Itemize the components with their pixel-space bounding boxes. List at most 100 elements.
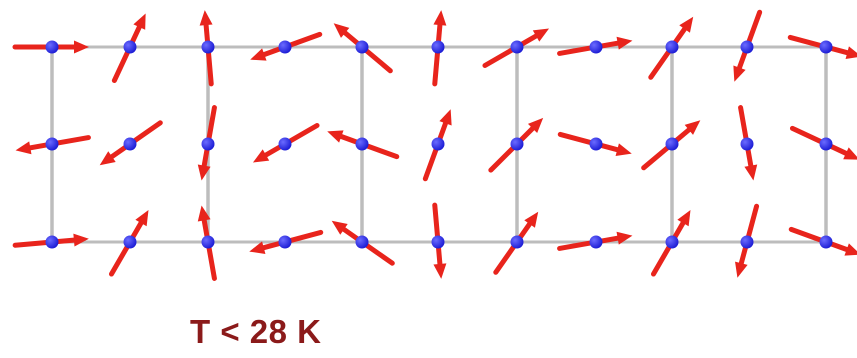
spin-site <box>557 131 632 156</box>
spin-site <box>651 209 691 277</box>
atom <box>431 40 445 54</box>
atom <box>45 40 59 54</box>
atom <box>740 40 754 54</box>
spin-arrow-shaft <box>203 22 214 87</box>
atom <box>819 137 833 151</box>
spin-arrow-shaft <box>432 22 443 87</box>
spin-arrow-head <box>735 261 748 278</box>
atom <box>278 40 292 54</box>
spin-arrow-shaft <box>201 105 217 169</box>
spin-arrow-shaft <box>12 237 77 248</box>
spin-site <box>111 13 146 84</box>
spin-arrow-shaft <box>557 40 621 56</box>
spin-arrow-head <box>679 16 694 33</box>
spin-arrow-head <box>843 147 857 160</box>
spin-arrow-shaft <box>641 127 692 171</box>
spin-site <box>733 9 763 82</box>
spin-arrow-head <box>844 243 857 256</box>
atom <box>819 40 833 54</box>
spin-arrow-head <box>197 205 211 222</box>
spin-site <box>557 231 633 251</box>
spin-site <box>327 130 400 160</box>
spin-site <box>648 16 694 80</box>
atom <box>278 137 292 151</box>
spin-site <box>252 123 320 163</box>
spin-arrow-head <box>333 23 350 38</box>
atom <box>355 235 369 249</box>
spin-site <box>199 10 215 87</box>
spin-arrow-shaft <box>261 31 323 58</box>
spin-arrow-head <box>133 13 146 30</box>
spin-site <box>788 226 857 256</box>
magnetic-lattice-diagram <box>12 9 857 281</box>
spin-site <box>333 23 393 74</box>
spin-arrow-shaft <box>789 125 849 156</box>
spin-arrow-head <box>73 233 89 247</box>
spin-arrow-head <box>616 231 633 245</box>
spin-arrow-shaft <box>261 229 324 251</box>
spin-site <box>431 202 447 279</box>
atom <box>589 137 603 151</box>
spin-site <box>735 203 760 278</box>
spin-arrow-head <box>615 143 632 156</box>
atom <box>201 137 215 151</box>
spin-arrow-shaft <box>432 202 443 267</box>
spin-arrow-shaft <box>788 226 850 253</box>
atom <box>123 235 137 249</box>
spin-arrow-shaft <box>109 220 144 277</box>
spin-arrow-head <box>527 117 544 134</box>
atom <box>431 235 445 249</box>
spin-arrow-shaft <box>109 120 163 160</box>
spin-arrow-shaft <box>342 30 393 74</box>
atom <box>665 137 679 151</box>
spin-arrow-shaft <box>482 33 539 68</box>
spin-arrow-head <box>439 109 452 126</box>
atom <box>589 40 603 54</box>
spin-arrow-head <box>433 10 447 26</box>
spin-arrow-head <box>15 141 32 155</box>
spin-arrow-shaft <box>488 125 536 173</box>
spin-arrow-shaft <box>651 220 686 277</box>
atom <box>819 235 833 249</box>
spin-arrow-head <box>433 263 447 279</box>
spin-arrow-head <box>684 120 701 135</box>
spin-site <box>482 28 550 68</box>
atom <box>201 40 215 54</box>
spin-arrow-shaft <box>738 105 754 169</box>
spin-site <box>787 34 857 59</box>
atom <box>665 40 679 54</box>
spin-arrow-head <box>74 40 89 54</box>
spin-arrow-head <box>331 220 348 235</box>
spin-arrow-shaft <box>27 135 91 151</box>
spin-site <box>197 105 217 181</box>
spin-site <box>493 211 539 275</box>
spin-arrow-shaft <box>338 133 400 160</box>
spin-arrow-head <box>733 65 746 82</box>
spin-site <box>197 205 217 281</box>
spin-arrow-head <box>327 130 344 143</box>
spin-site <box>431 10 447 87</box>
spin-arrow-shaft <box>341 226 395 266</box>
atom <box>510 40 524 54</box>
atom <box>123 137 137 151</box>
spin-site <box>331 220 395 266</box>
spin-arrow-shaft <box>557 131 620 153</box>
spin-arrow-head <box>677 209 691 227</box>
spin-site <box>250 31 323 61</box>
spin-arrow-head <box>524 211 539 228</box>
atom <box>278 235 292 249</box>
spin-arrow-head <box>252 149 270 163</box>
spin-site <box>249 229 324 254</box>
spin-arrow-shaft <box>111 24 142 84</box>
spin-arrow-head <box>135 209 149 227</box>
spin-arrow-head <box>744 164 758 181</box>
atom <box>740 235 754 249</box>
atom <box>510 137 524 151</box>
atom <box>740 137 754 151</box>
spin-arrow-head <box>616 36 633 50</box>
spin-arrow-head <box>99 151 116 166</box>
spin-site <box>109 209 149 277</box>
spin-arrow-head <box>250 48 267 61</box>
spin-site <box>99 120 163 166</box>
spin-site <box>557 36 633 56</box>
